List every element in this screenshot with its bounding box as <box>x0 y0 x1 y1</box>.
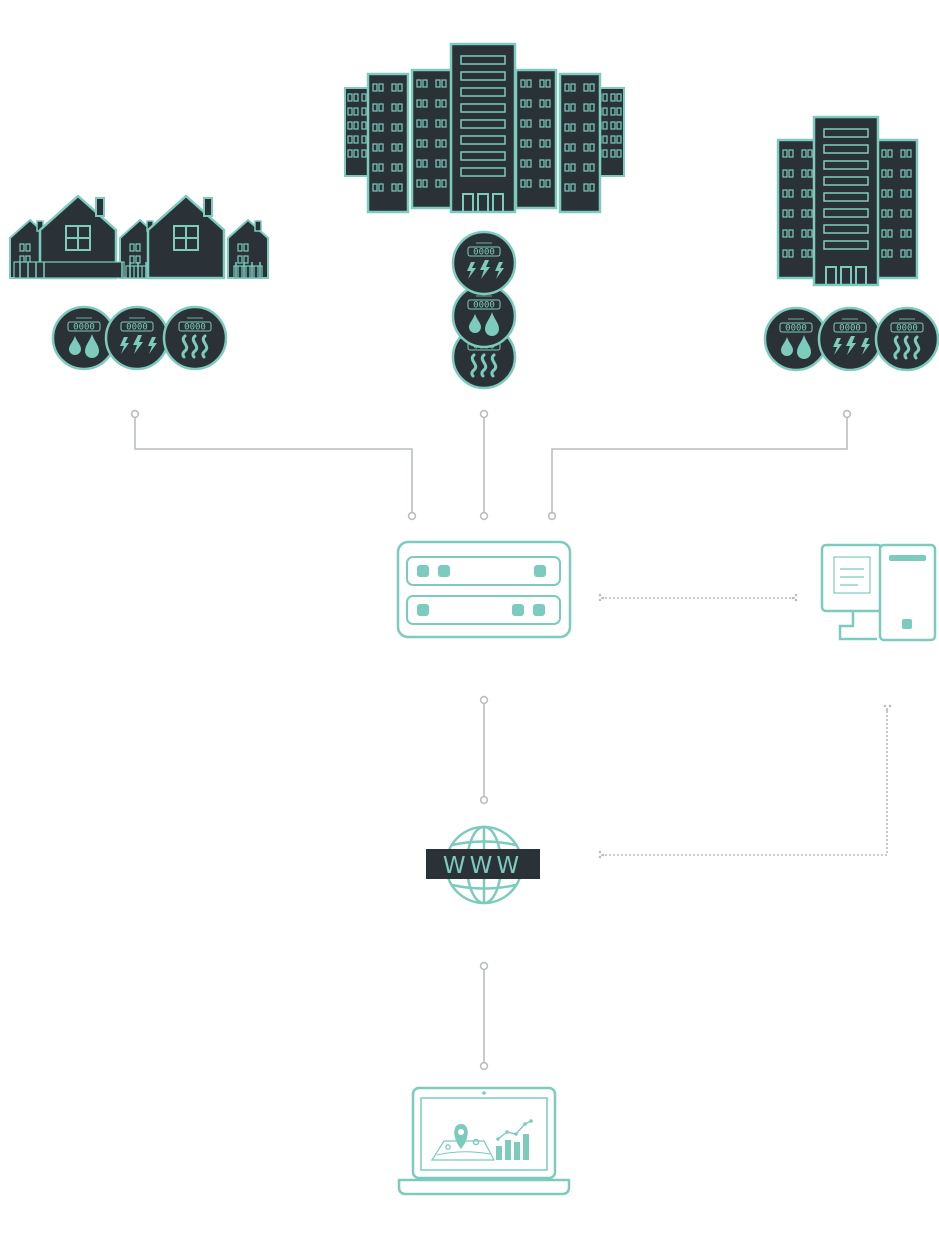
commercial-meters <box>451 230 517 390</box>
water-meter-icon <box>763 306 829 372</box>
industrial-meters <box>763 306 939 372</box>
www-banner <box>426 849 540 879</box>
dotted-link-ends <box>598 593 892 859</box>
residential-houses-icon <box>10 194 268 280</box>
office-building-icon <box>778 115 917 287</box>
connector-lines <box>134 416 848 1065</box>
heat-meter-icon <box>162 305 228 371</box>
dotted-links <box>601 597 888 856</box>
commercial-towers-icon <box>345 42 624 214</box>
electricity-meter-icon <box>817 306 883 372</box>
residential-meters <box>51 305 228 371</box>
electricity-meter-icon <box>104 305 170 371</box>
heat-meter-icon <box>874 306 939 372</box>
laptop-icon <box>397 1086 571 1196</box>
server-icon <box>396 540 572 639</box>
connector-nodes <box>130 409 852 1071</box>
electricity-meter-icon <box>451 230 517 296</box>
desktop-computer-icon <box>820 543 937 642</box>
www-label: WWW <box>443 853 523 879</box>
